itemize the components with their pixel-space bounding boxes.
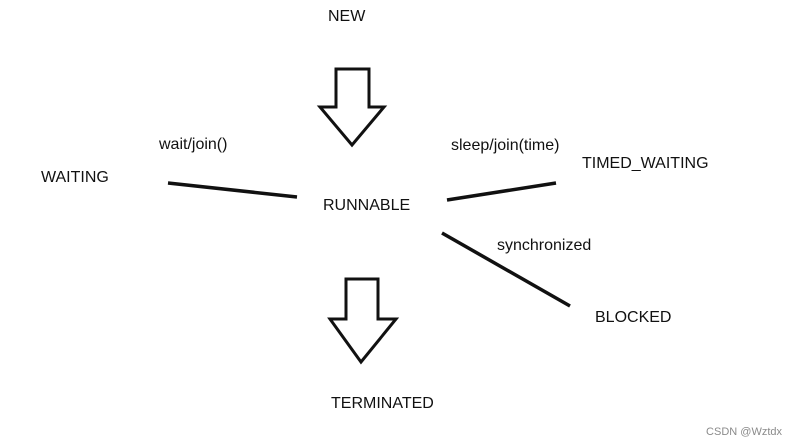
state-waiting: WAITING [41,169,109,186]
watermark: CSDN @Wztdx [706,426,782,438]
state-timed-waiting: TIMED_WAITING [582,155,709,172]
state-new: NEW [328,8,366,25]
edge-runnable-timed-waiting [446,181,557,202]
transition-label-wait-join: wait/join() [159,136,228,153]
edge-waiting-runnable [167,181,298,199]
transition-label-synchronized: synchronized [497,237,592,254]
edge-runnable-blocked [441,231,571,308]
state-terminated: TERMINATED [331,395,434,412]
state-blocked: BLOCKED [595,309,672,326]
state-runnable: RUNNABLE [323,197,411,214]
arrow-runnable-to-terminated [327,277,400,365]
arrow-new-to-runnable [316,67,388,148]
transition-label-sleep-join-time: sleep/join(time) [451,137,560,154]
